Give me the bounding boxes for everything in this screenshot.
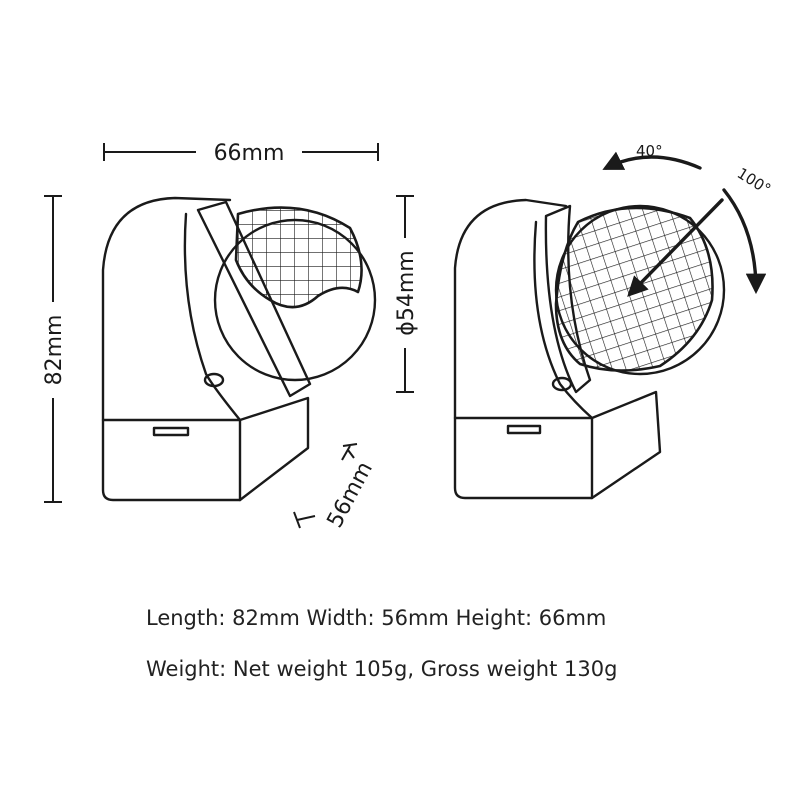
dimension-height-label: 82mm	[42, 315, 67, 386]
sensor-base-side	[590, 390, 662, 500]
sensor-base	[453, 416, 594, 500]
dimension-diameter	[396, 195, 414, 393]
sensor-base-side	[238, 396, 310, 502]
sensor-arm	[533, 220, 594, 420]
rotation-arrow	[722, 188, 767, 295]
sensor-front-view	[101, 196, 377, 502]
spec-weight: Weight: Net weight 105g, Gross weight 13…	[146, 657, 618, 681]
sensor-arm	[183, 212, 242, 422]
rotation-angle-label: 100°	[734, 164, 774, 198]
sensor-base-clip	[506, 424, 542, 435]
dimension-width-label: 66mm	[214, 141, 285, 166]
sensor-base-clip	[152, 426, 190, 437]
dimension-depth	[293, 443, 358, 529]
dimension-width	[103, 143, 379, 161]
sensor-sphere	[554, 204, 726, 376]
dimension-diameter-label: ϕ54mm	[394, 250, 419, 335]
dimension-height	[44, 195, 62, 503]
sensor-base	[101, 418, 242, 502]
sensor-arm-band	[196, 200, 312, 398]
spec-dimensions: Length: 82mm Width: 56mm Height: 66mm	[146, 606, 607, 630]
sensor-pivot	[203, 372, 225, 388]
tilt-angle-label: 40°	[636, 142, 663, 160]
dimension-depth-label: 56mm	[323, 458, 378, 532]
direction-arrow	[627, 198, 724, 297]
sensor-pivot	[551, 376, 573, 392]
tilt-arrow	[602, 151, 702, 170]
sensor-body	[101, 196, 232, 422]
sensor-body	[453, 198, 568, 420]
